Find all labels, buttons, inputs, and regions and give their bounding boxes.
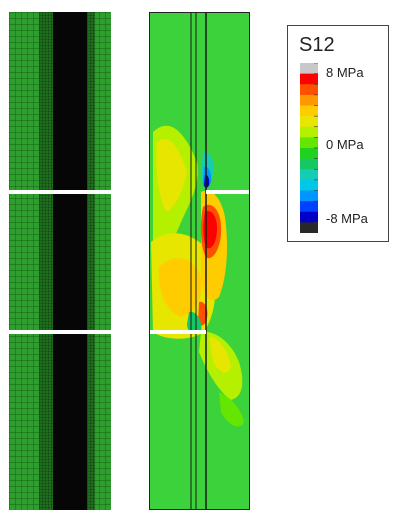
contour-yellow-left <box>156 138 187 212</box>
legend-color-scale <box>300 63 318 233</box>
legend-min-label: -8 MPa <box>326 211 368 226</box>
legend-band <box>300 201 318 213</box>
legend-band <box>300 158 318 170</box>
legend-band <box>300 116 318 128</box>
contour-lower-yellow <box>209 337 231 373</box>
legend-band <box>300 222 318 233</box>
stress-contour-panel <box>149 12 250 510</box>
legend-band <box>300 126 318 138</box>
legend-band <box>300 63 318 74</box>
mesh-lower-part <box>9 334 111 510</box>
contour-crack-lower <box>149 330 206 334</box>
contour-bottom-green <box>219 392 244 427</box>
legend-band <box>300 73 318 85</box>
legend-band <box>300 179 318 191</box>
mesh-crack-lower <box>9 330 67 334</box>
legend-mid-label: 0 MPa <box>326 137 364 152</box>
mesh-upper-part <box>9 12 111 190</box>
legend-title: S12 <box>299 34 335 56</box>
contour-crack-upper <box>206 190 250 194</box>
legend-band <box>300 148 318 159</box>
fe-mesh-panel <box>9 12 111 510</box>
legend-band <box>300 137 318 149</box>
legend-band <box>300 94 318 106</box>
contour-red-lower <box>198 301 208 326</box>
legend-band <box>300 211 318 223</box>
legend-band <box>300 84 318 96</box>
legend-band <box>300 190 318 202</box>
legend-band <box>300 169 318 181</box>
mesh-middle-part <box>9 194 111 330</box>
legend-band <box>300 105 318 117</box>
contour-legend: S12 8 MPa 0 MPa -8 MPa <box>287 25 389 242</box>
mesh-crack-upper <box>67 190 111 194</box>
legend-max-label: 8 MPa <box>326 65 364 80</box>
